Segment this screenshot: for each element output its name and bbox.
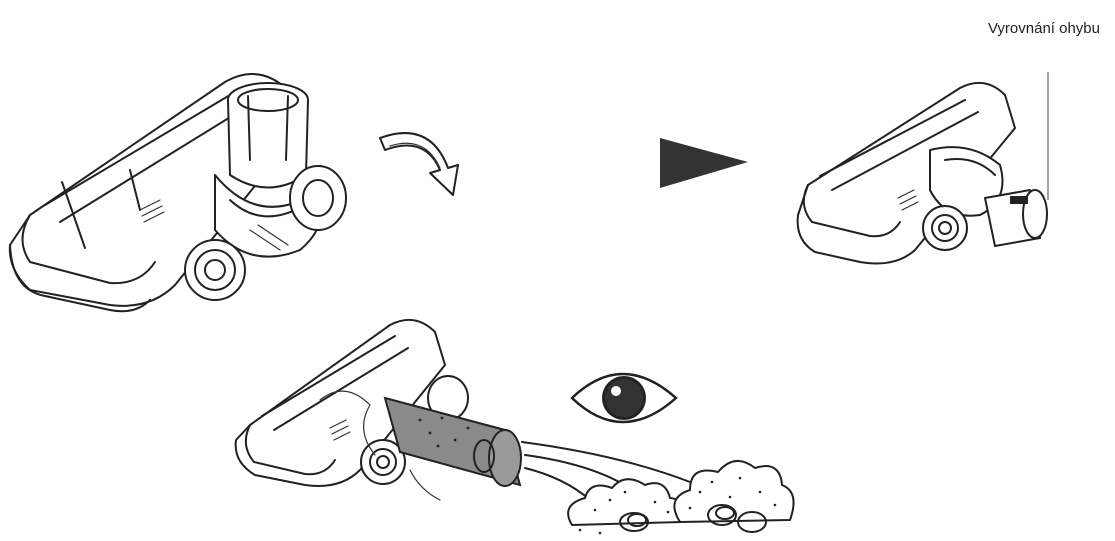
debris-pile	[568, 461, 793, 534]
next-step-triangle-icon	[660, 138, 748, 188]
rotate-arrow-icon	[380, 133, 458, 195]
brush-head-folded	[798, 72, 1048, 264]
brush-head-large	[10, 74, 346, 311]
brush-head-inspect	[236, 320, 521, 500]
eye-icon	[572, 374, 676, 422]
